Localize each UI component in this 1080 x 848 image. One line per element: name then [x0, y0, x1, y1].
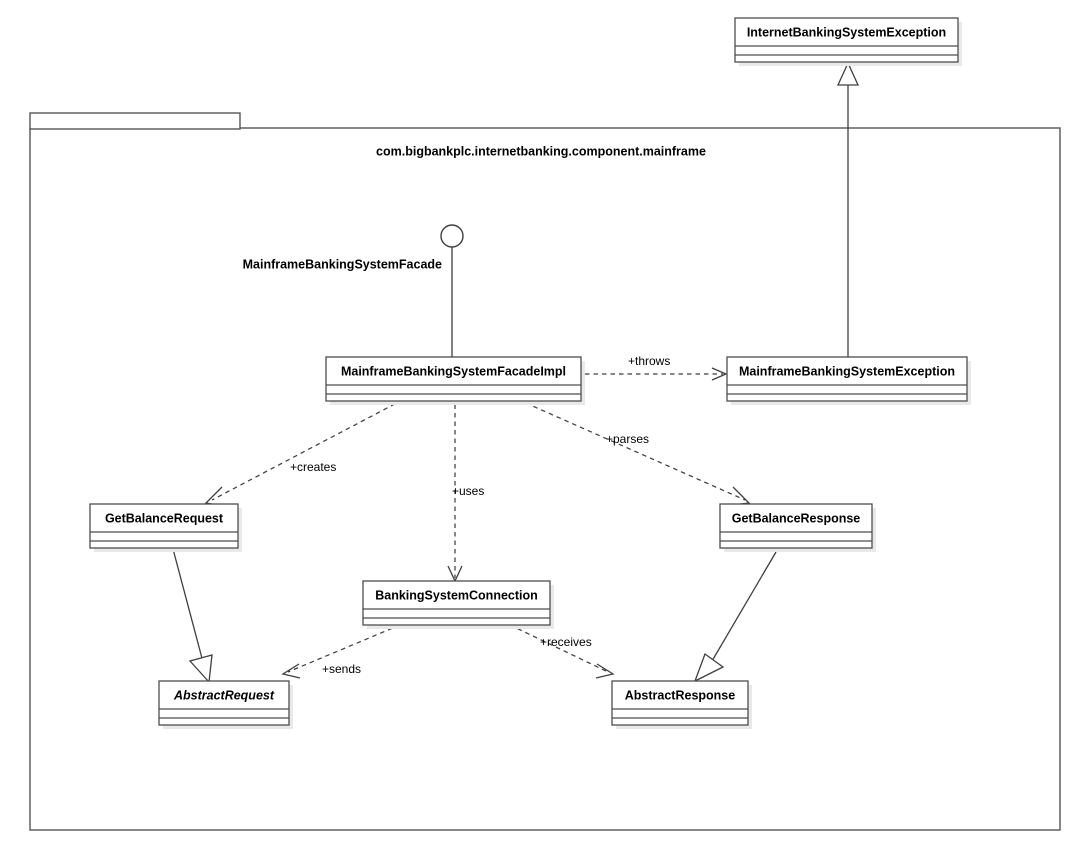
edge-exception-generalization	[836, 61, 860, 358]
edge-sends: +sends	[281, 624, 401, 679]
interface-label: MainframeBankingSystemFacade	[243, 257, 442, 271]
open-arrowhead	[281, 663, 301, 679]
class-name: GetBalanceResponse	[732, 511, 861, 525]
edge-line	[711, 551, 777, 662]
edge-line	[172, 548, 204, 663]
generalization-arrowhead	[188, 654, 213, 684]
class-box-mainframe-banking-system-exception[interactable]: MainframeBankingSystemException	[726, 356, 971, 405]
edge-receives: +receives	[509, 624, 615, 679]
edge-line	[287, 624, 401, 673]
class-box-get-balance-response[interactable]: GetBalanceResponse	[719, 503, 876, 552]
generalization-arrowhead	[693, 652, 725, 683]
edge-label-throws: +throws	[628, 354, 670, 368]
edge-throws: +throws	[585, 354, 728, 381]
edge-label-uses: +uses	[452, 484, 484, 498]
class-name: AbstractResponse	[625, 688, 735, 702]
interface-lollipop: MainframeBankingSystemFacade	[243, 224, 464, 357]
open-arrowhead	[711, 367, 728, 381]
lollipop-circle-icon	[440, 224, 464, 248]
class-name: MainframeBankingSystemException	[739, 364, 955, 378]
edge-line	[509, 624, 609, 673]
class-box-banking-system-connection[interactable]: BankingSystemConnection	[362, 580, 554, 629]
open-arrowhead	[595, 663, 615, 679]
package-label: com.bigbankplc.internetbanking.component…	[376, 144, 706, 158]
class-box-abstract-request[interactable]: AbstractRequest	[158, 680, 293, 729]
class-name: MainframeBankingSystemFacadeImpl	[341, 364, 566, 378]
edge-label-sends: +sends	[322, 662, 361, 676]
edge-label-receives: +receives	[540, 635, 592, 649]
class-box-mainframe-banking-system-facade-impl[interactable]: MainframeBankingSystemFacadeImpl	[325, 356, 585, 405]
class-box-internet-banking-system-exception[interactable]: InternetBankingSystemException	[734, 17, 962, 66]
edge-request-generalization	[172, 548, 213, 684]
class-name: InternetBankingSystemException	[747, 25, 946, 39]
class-box-abstract-response[interactable]: AbstractResponse	[611, 680, 752, 729]
package-tab	[29, 112, 241, 130]
edge-response-generalization	[693, 551, 777, 683]
class-box-get-balance-request[interactable]: GetBalanceRequest	[89, 503, 242, 552]
edge-label-creates: +creates	[290, 460, 336, 474]
edge-line	[509, 395, 746, 501]
class-name: AbstractRequest	[173, 688, 275, 702]
class-name: GetBalanceRequest	[105, 511, 224, 525]
generalization-arrowhead	[836, 61, 860, 86]
class-name: BankingSystemConnection	[375, 588, 538, 602]
edge-creates: +creates	[204, 395, 411, 507]
edge-label-parses: +parses	[606, 432, 649, 446]
edge-line	[211, 395, 411, 501]
